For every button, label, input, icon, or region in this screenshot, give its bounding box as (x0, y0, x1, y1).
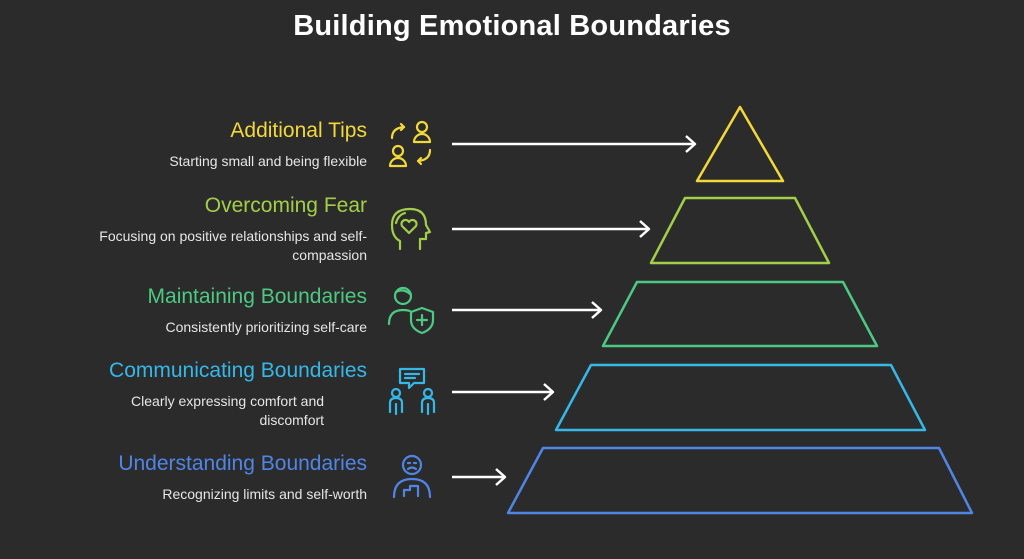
arrow-overcoming-fear (452, 220, 651, 238)
arrow-additional-tips (452, 135, 697, 153)
arrow-maintaining-boundaries (452, 301, 603, 319)
pyramid-tier-maintaining-boundaries (601, 280, 879, 348)
level-heading: Overcoming Fear (204, 194, 367, 217)
level-heading: Understanding Boundaries (118, 452, 367, 475)
diagram-title: Building Emotional Boundaries (293, 10, 731, 42)
level-text: Additional Tips Starting small and being… (169, 118, 367, 171)
level-text: Overcoming Fear Focusing on positive rel… (77, 193, 367, 265)
pyramid-tier-understanding-boundaries (506, 446, 974, 515)
level-heading: Additional Tips (230, 119, 367, 142)
level-additional-tips: Additional Tips Starting small and being… (0, 110, 1024, 210)
pyramid-tier-communicating-boundaries (554, 363, 927, 432)
level-description: Consistently prioritizing self-care (165, 319, 367, 335)
head-heart-icon (386, 203, 438, 255)
level-overcoming-fear: Overcoming Fear Focusing on positive rel… (0, 185, 1024, 285)
level-description: Clearly expressing comfort and discomfor… (131, 393, 325, 428)
level-description: Focusing on positive relationships and s… (99, 228, 367, 263)
pyramid-tier-overcoming-fear (649, 196, 831, 265)
level-description: Starting small and being flexible (169, 153, 367, 169)
level-text: Communicating Boundaries Clearly express… (109, 358, 367, 430)
level-communicating-boundaries: Communicating Boundaries Clearly express… (0, 352, 1024, 452)
level-maintaining-boundaries: Maintaining Boundaries Consistently prio… (0, 278, 1024, 378)
arrow-communicating-boundaries (452, 383, 555, 401)
people-chat-icon (386, 366, 438, 418)
level-heading: Maintaining Boundaries (147, 285, 367, 308)
level-text: Understanding Boundaries Recognizing lim… (118, 451, 367, 504)
person-shield-icon (386, 282, 438, 335)
person-limit-icon (386, 450, 438, 502)
level-understanding-boundaries: Understanding Boundaries Recognizing lim… (0, 445, 1024, 545)
arrow-understanding-boundaries (452, 468, 507, 486)
level-heading: Communicating Boundaries (109, 359, 367, 382)
level-description: Recognizing limits and self-worth (162, 486, 367, 502)
level-text: Maintaining Boundaries Consistently prio… (148, 284, 367, 337)
pyramid-tier-additional-tips (695, 105, 785, 183)
people-exchange-icon (386, 118, 438, 170)
